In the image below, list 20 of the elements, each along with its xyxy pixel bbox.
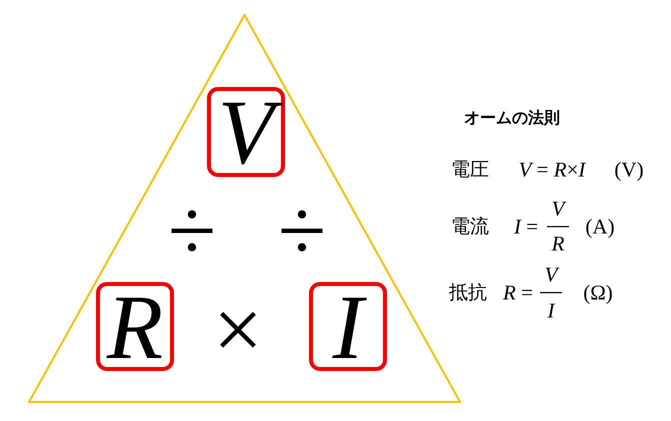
unit: (V) (614, 160, 644, 180)
heading: オームの法則 (464, 110, 560, 126)
numerator: V (544, 264, 558, 286)
formula: V = R×I (518, 160, 586, 180)
numerator: V (552, 198, 564, 220)
variable-box: I (309, 282, 387, 371)
quantity-name: 電流 (451, 218, 489, 236)
quantity-name: 抵抗 (449, 284, 487, 302)
unit: (Ω) (583, 282, 613, 304)
formula: R = (503, 282, 533, 304)
multiplication-sign: × (213, 287, 263, 375)
unit: (A) (585, 216, 615, 238)
quantity-name: 電圧 (451, 160, 489, 180)
division-sign: ÷ (168, 188, 216, 276)
variable-box: V (207, 87, 285, 177)
denominator: I (548, 300, 554, 322)
denominator: R (552, 234, 564, 254)
formula: I = (514, 216, 538, 238)
division-sign: ÷ (278, 188, 326, 276)
variable-box: R (96, 282, 174, 371)
